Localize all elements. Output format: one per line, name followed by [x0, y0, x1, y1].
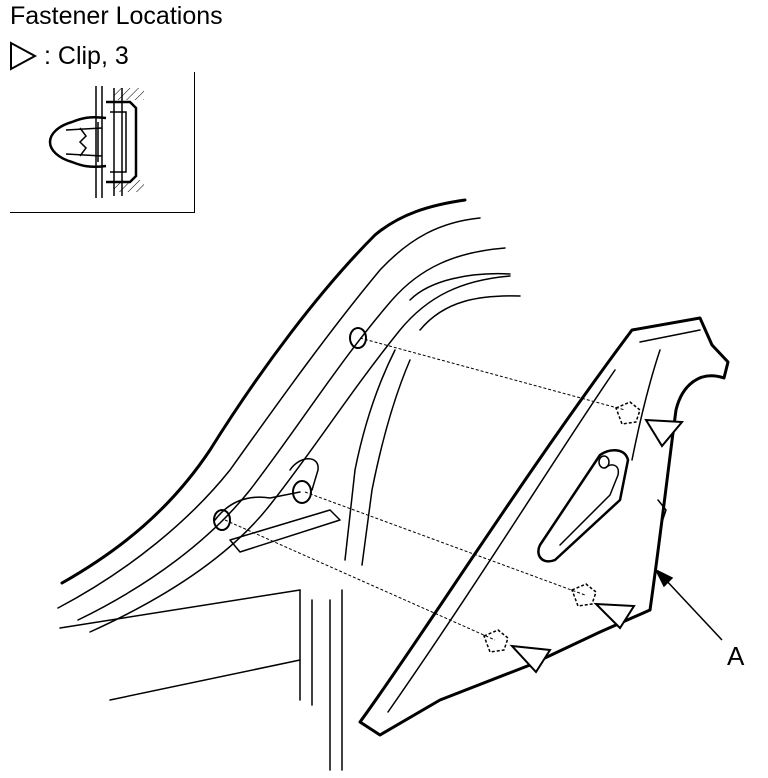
pillar-trim-outline — [358, 316, 730, 737]
page-title: Fastener Locations — [10, 2, 223, 30]
clip-marker-middle-icon — [593, 602, 636, 630]
clip-lower — [483, 629, 509, 653]
legend: : Clip, 3 — [8, 40, 129, 72]
body-hole-middle — [292, 480, 312, 504]
clip-detail-inset — [10, 72, 195, 213]
clip-marker-lower-icon — [509, 644, 552, 674]
trim-opening — [537, 449, 630, 563]
clip-marker-upper-icon — [644, 418, 685, 448]
leader-arrowhead-icon — [654, 568, 674, 588]
callout-label-a: A — [727, 641, 745, 671]
roof-outline — [60, 198, 467, 585]
body-hole-upper — [349, 327, 367, 349]
clip-detail-drawing — [48, 86, 144, 198]
legend-label: : Clip, 3 — [44, 42, 129, 70]
triangle-outline-icon — [10, 41, 38, 71]
clip-upper — [615, 401, 641, 425]
clip-middle — [571, 583, 597, 607]
body-hole-lower — [213, 509, 231, 531]
